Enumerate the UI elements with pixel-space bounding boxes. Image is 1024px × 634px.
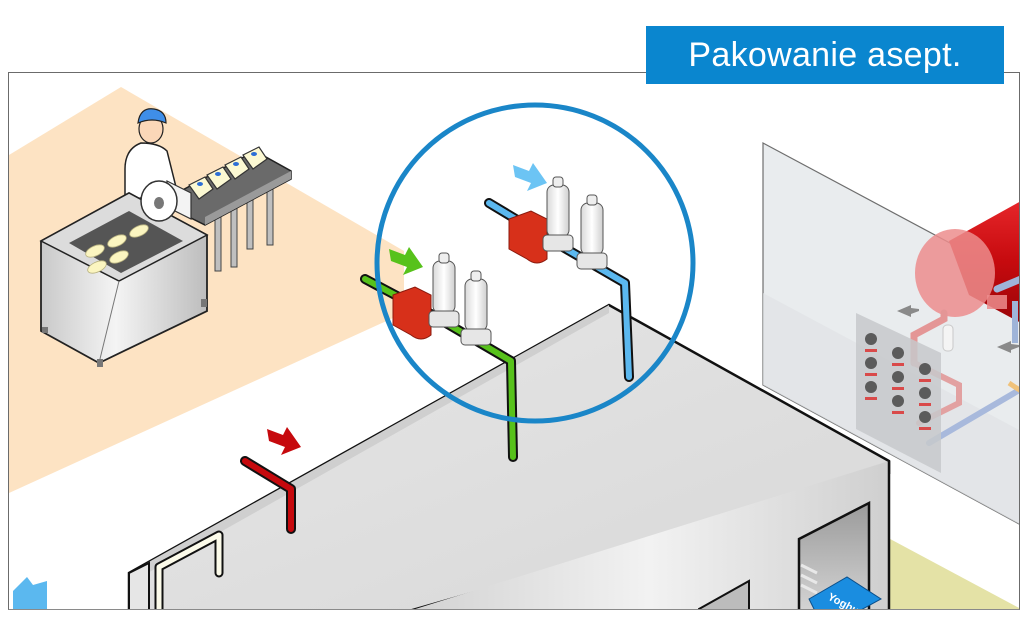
packing-station bbox=[39, 108, 292, 367]
title-label: Pakowanie asept. bbox=[646, 26, 1004, 84]
prefilter-red bbox=[508, 210, 548, 264]
worker-cap bbox=[137, 108, 167, 124]
filter-housing bbox=[464, 278, 488, 332]
gauge-panel bbox=[856, 313, 941, 473]
highlight-circle bbox=[374, 102, 696, 424]
scene-illustration: Yoghu bbox=[9, 87, 1019, 609]
blue-arrow-icon bbox=[13, 577, 47, 609]
illustration-frame: Yoghu bbox=[8, 72, 1020, 610]
filter-housing bbox=[580, 202, 604, 256]
yoghurt-carton bbox=[808, 576, 882, 609]
gauge-grid bbox=[865, 333, 931, 430]
filter-housing bbox=[546, 184, 570, 238]
red-arrow-icon bbox=[267, 427, 301, 455]
compressor-room bbox=[762, 141, 1019, 525]
prefilter-red bbox=[392, 286, 432, 340]
packages bbox=[188, 146, 268, 200]
green-line-filter-set bbox=[360, 247, 518, 462]
blue-arrow-icon bbox=[513, 163, 547, 191]
air-tank bbox=[915, 229, 995, 317]
green-arrow-icon bbox=[389, 247, 423, 275]
blue-line-filter-set bbox=[484, 163, 634, 382]
floor-zone-yellow bbox=[879, 533, 1019, 609]
red-supply-pipe bbox=[240, 427, 301, 534]
flow-arrow-icon bbox=[897, 305, 919, 317]
machine-front bbox=[129, 305, 609, 579]
flow-arrow-icon bbox=[997, 341, 1019, 353]
filter-housing bbox=[432, 260, 456, 314]
